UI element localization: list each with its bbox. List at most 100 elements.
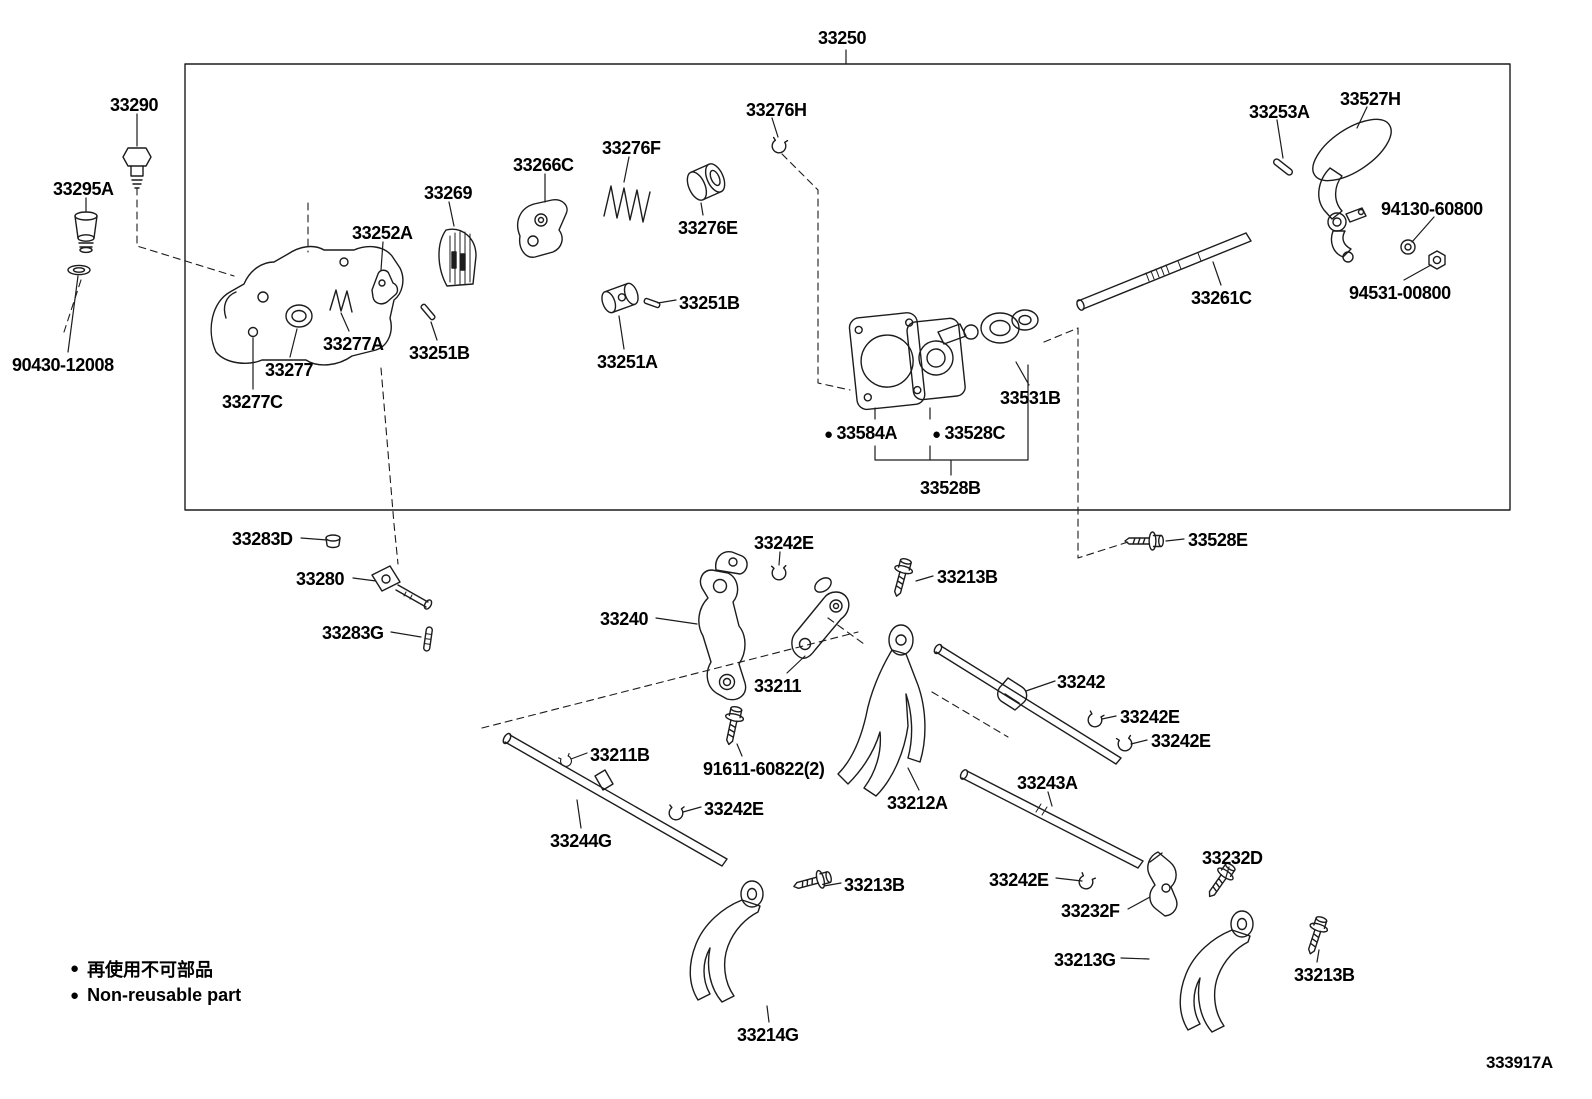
part-33584a-drawing bbox=[848, 312, 926, 411]
part-label-33276e: 33276E bbox=[678, 218, 738, 238]
drawing-number: 333917A bbox=[1486, 1053, 1553, 1072]
part-label-33283g: 33283G bbox=[322, 623, 384, 643]
legend: ● 再使用不可部品 ● Non-reusable part bbox=[70, 955, 241, 1009]
part-label-33212a: 33212A bbox=[887, 793, 948, 813]
part-label-33295a: 33295A bbox=[53, 179, 114, 199]
part-33242e-drawing bbox=[1085, 709, 1105, 730]
part-label-90430-12008: 90430-12008 bbox=[12, 355, 114, 375]
part-shift-housing-drawing bbox=[210, 245, 404, 366]
part-33280-drawing bbox=[371, 565, 433, 610]
dashed-reference-lines bbox=[63, 153, 1129, 738]
part-label-33528e: 33528E bbox=[1188, 530, 1248, 550]
part-label-94531-00800: 94531-00800 bbox=[1349, 283, 1451, 303]
part-label-33242e: 33242E bbox=[1120, 707, 1180, 727]
part-label-33243a: 33243A bbox=[1017, 773, 1078, 793]
part-label-33213b: 33213B bbox=[937, 567, 998, 587]
part-33242e-drawing bbox=[1075, 871, 1096, 892]
part-33212a-drawing bbox=[837, 624, 926, 797]
part-label-33232f: 33232F bbox=[1061, 901, 1120, 921]
part-91611-60822-drawing bbox=[719, 704, 747, 748]
part-33277a-drawing bbox=[329, 289, 353, 313]
part-label-94130-60800: 94130-60800 bbox=[1381, 199, 1483, 219]
legend-row-en: ● Non-reusable part bbox=[70, 982, 241, 1009]
part-label-33251b: 33251B bbox=[679, 293, 740, 313]
part-label-91611-60822-2-: 91611-60822(2) bbox=[703, 759, 825, 779]
part-label-33283d: 33283D bbox=[232, 529, 293, 549]
part-33269-drawing bbox=[438, 228, 477, 287]
legend-row-jp: ● 再使用不可部品 bbox=[70, 955, 241, 982]
non-reusable-bullet-icon: ● bbox=[824, 426, 837, 443]
part-33527h-drawing bbox=[1312, 118, 1392, 263]
part-33214g-drawing bbox=[689, 880, 764, 1003]
part-94130-60800-drawing bbox=[1400, 239, 1416, 255]
leader-lines bbox=[67, 49, 1435, 1023]
part-label-33252a: 33252A bbox=[352, 223, 413, 243]
part-label-33242: 33242 bbox=[1057, 672, 1106, 692]
part-94531-00800-drawing bbox=[1428, 250, 1446, 270]
part-33213b-drawing bbox=[1301, 913, 1332, 958]
part-33240-drawing bbox=[698, 551, 748, 701]
part-label-33531b: 33531B bbox=[1000, 388, 1061, 408]
part-label-33242e: 33242E bbox=[704, 799, 764, 819]
part-33252a-drawing bbox=[371, 269, 399, 305]
part-33242e-drawing bbox=[1115, 734, 1134, 753]
part-33531b-drawing bbox=[980, 309, 1039, 344]
part-label-33584a: ● 33584A bbox=[824, 423, 898, 443]
part-33528e-drawing bbox=[1124, 531, 1165, 551]
part-label-33240: 33240 bbox=[600, 609, 649, 629]
part-label-33266c: 33266C bbox=[513, 155, 574, 175]
part-label-33253a: 33253A bbox=[1249, 102, 1310, 122]
part-33277-drawing bbox=[285, 304, 313, 328]
part-label-33276h: 33276H bbox=[746, 100, 807, 120]
part-label-33277a: 33277A bbox=[323, 334, 384, 354]
part-select-lever-head-drawing bbox=[937, 323, 979, 345]
part-33244g-drawing bbox=[502, 732, 728, 867]
part-label-33276f: 33276F bbox=[602, 138, 661, 158]
part-label-33232d: 33232D bbox=[1202, 848, 1263, 868]
part-label-33242e: 33242E bbox=[989, 870, 1049, 890]
part-33276h-drawing bbox=[769, 136, 789, 156]
part-33232f-drawing bbox=[1147, 851, 1178, 917]
part-33242e-drawing bbox=[666, 803, 685, 822]
part-label-33261c: 33261C bbox=[1191, 288, 1252, 308]
non-reusable-bullet-icon: ● bbox=[932, 426, 945, 443]
part-33277c-drawing bbox=[247, 326, 259, 338]
part-33251b-drawing bbox=[420, 303, 436, 321]
part-33242-drawing bbox=[933, 643, 1122, 765]
part-33242e-drawing bbox=[770, 564, 787, 581]
part-33261c-drawing bbox=[1076, 232, 1252, 311]
part-33283d-drawing bbox=[325, 534, 341, 549]
part-label-33277c: 33277C bbox=[222, 392, 283, 412]
part-90430-12008-drawing bbox=[67, 264, 91, 276]
part-label-33280: 33280 bbox=[296, 569, 345, 589]
part-33276e-drawing bbox=[686, 163, 726, 201]
legend-text-jp: 再使用不可部品 bbox=[87, 959, 214, 980]
part-label-33211b: 33211B bbox=[590, 745, 650, 765]
part-33243a-drawing bbox=[959, 769, 1144, 869]
part-33528c-drawing bbox=[906, 317, 966, 401]
legend-text-en: Non-reusable part bbox=[87, 985, 242, 1005]
part-label-33213b: 33213B bbox=[1294, 965, 1355, 985]
part-label-33211: 33211 bbox=[754, 676, 802, 696]
part-33251b-drawing bbox=[643, 297, 661, 309]
part-label-33242e: 33242E bbox=[754, 533, 814, 553]
part-label-33213b: 33213B bbox=[844, 875, 905, 895]
part-33213b-drawing bbox=[887, 556, 916, 600]
part-33295a-drawing bbox=[74, 211, 98, 254]
non-reusable-bullet-icon: ● bbox=[70, 960, 80, 977]
part-33276f-drawing bbox=[603, 185, 651, 223]
part-label-33528c: ● 33528C bbox=[932, 423, 1006, 443]
non-reusable-bullet-icon: ● bbox=[70, 987, 80, 1004]
part-label-33250: 33250 bbox=[818, 28, 867, 48]
part-label-33290: 33290 bbox=[110, 95, 159, 115]
part-label-33251b: 33251B bbox=[409, 343, 470, 363]
part-label-33214g: 33214G bbox=[737, 1025, 799, 1045]
part-33211b-drawing bbox=[557, 753, 574, 769]
part-33266c-drawing bbox=[516, 199, 568, 258]
part-33253a-drawing bbox=[1272, 158, 1294, 176]
assembly-box-33250 bbox=[184, 63, 1511, 511]
part-label-33527h: 33527H bbox=[1340, 89, 1401, 109]
part-label-33251a: 33251A bbox=[597, 352, 658, 372]
